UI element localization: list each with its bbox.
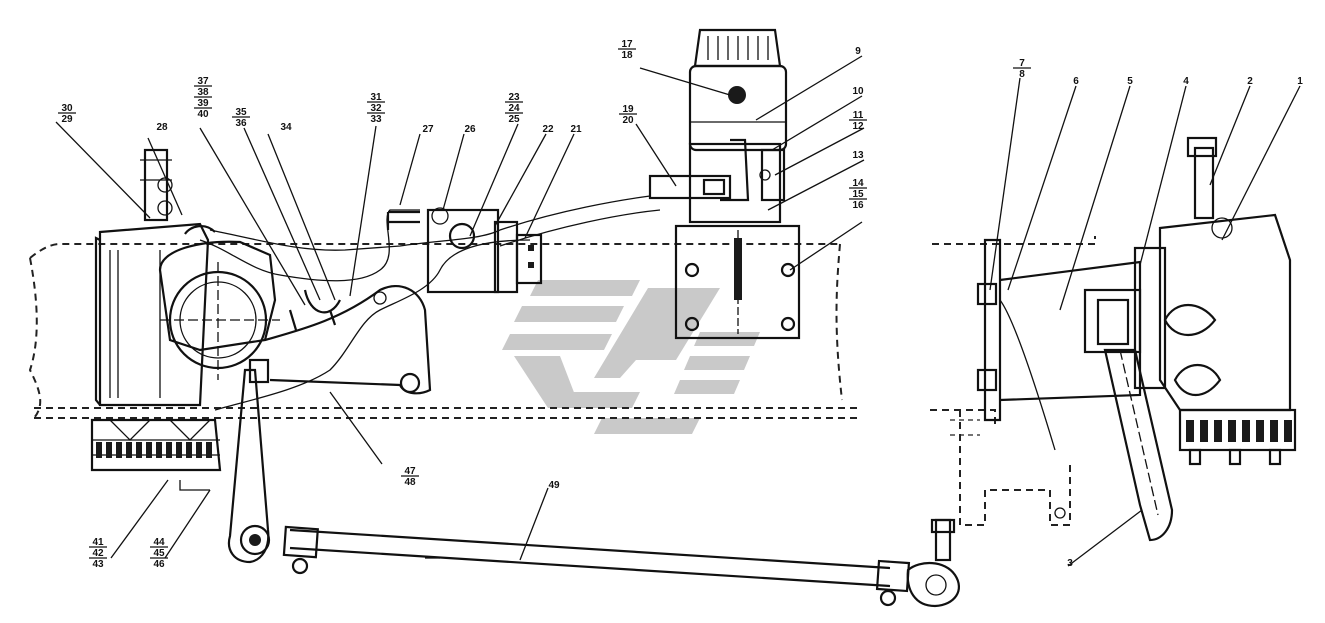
- callout-3: 3: [1067, 558, 1073, 569]
- callout-number: 45: [153, 548, 165, 559]
- callout-number: 10: [852, 86, 864, 97]
- callout-6: 6: [1073, 76, 1079, 87]
- callout-5: 5: [1127, 76, 1133, 87]
- leader-lines: [55, 55, 1301, 567]
- watermark-logo: [502, 280, 760, 434]
- callout-number: 46: [153, 559, 165, 570]
- callout-number: 41: [92, 537, 104, 548]
- callout-number: 3: [1067, 558, 1073, 569]
- callout-26: 26: [464, 124, 476, 135]
- callout-27: 27: [422, 124, 434, 135]
- callout-number: 4: [1183, 76, 1189, 87]
- callout-number: 28: [156, 122, 168, 133]
- callout-number: 37: [197, 76, 209, 87]
- callout-number: 25: [508, 114, 520, 125]
- callout-13: 13: [852, 150, 864, 161]
- callout-number: 49: [548, 480, 560, 491]
- callout-number: 48: [404, 477, 416, 488]
- callout-number: 17: [621, 39, 633, 50]
- callout-4: 4: [1183, 76, 1189, 87]
- callout-number: 40: [197, 109, 209, 120]
- callout-28: 28: [156, 122, 168, 133]
- callout-21: 21: [570, 124, 582, 135]
- callout-number: 16: [852, 200, 864, 211]
- callout-number: 24: [508, 103, 520, 114]
- callout-number: 11: [853, 110, 864, 121]
- callout-number: 30: [61, 103, 73, 114]
- callout-number: 13: [852, 150, 864, 161]
- callout-number: 39: [197, 98, 209, 109]
- callout-number: 8: [1019, 69, 1025, 80]
- callout-34: 34: [280, 122, 292, 133]
- steering-gear-side-view: [976, 136, 1297, 542]
- hydraulic-hoses: [179, 195, 661, 491]
- callout-number: 2: [1247, 76, 1253, 87]
- frame-rail-outline: [28, 243, 860, 419]
- callout-number: 1: [1297, 76, 1303, 87]
- callout-number: 14: [852, 178, 864, 189]
- support-bracket: [264, 285, 432, 395]
- callout-number: 5: [1127, 76, 1133, 87]
- callout-2: 2: [1247, 76, 1253, 87]
- callout-49: 49: [548, 480, 560, 491]
- callout-number: 27: [422, 124, 434, 135]
- callout-number: 12: [852, 121, 864, 132]
- oil-reservoir: [648, 28, 801, 340]
- callout-number: 42: [92, 548, 104, 559]
- callout-number: 36: [235, 118, 247, 129]
- callout-number: 29: [61, 114, 73, 125]
- callout-number: 26: [464, 124, 476, 135]
- callout-number: 33: [370, 114, 382, 125]
- callout-number: 38: [197, 87, 209, 98]
- callout-number: 35: [235, 107, 247, 118]
- callout-number: 19: [622, 104, 634, 115]
- callout-number: 20: [622, 115, 634, 126]
- callout-9: 9: [855, 46, 861, 57]
- pitman-arm: [227, 358, 271, 564]
- callout-number: 7: [1019, 58, 1025, 69]
- callout-number: 43: [92, 559, 104, 570]
- callout-number: 44: [153, 537, 165, 548]
- callout-number: 47: [404, 466, 416, 477]
- callout-number: 31: [370, 92, 382, 103]
- callout-22: 22: [542, 124, 554, 135]
- callout-number: 23: [508, 92, 520, 103]
- steering-gear: [90, 148, 280, 472]
- callout-1: 1: [1297, 76, 1303, 87]
- callout-number: 32: [370, 103, 382, 114]
- callout-number: 9: [855, 46, 861, 57]
- callout-number: 18: [621, 50, 633, 61]
- callout-number: 21: [570, 124, 582, 135]
- drag-link-rod: [282, 518, 960, 608]
- control-valve: [386, 207, 543, 294]
- callout-number: 6: [1073, 76, 1079, 87]
- callout-number: 34: [280, 122, 292, 133]
- callout-number: 15: [852, 189, 864, 200]
- callout-number: 22: [542, 124, 554, 135]
- callout-10: 10: [852, 86, 864, 97]
